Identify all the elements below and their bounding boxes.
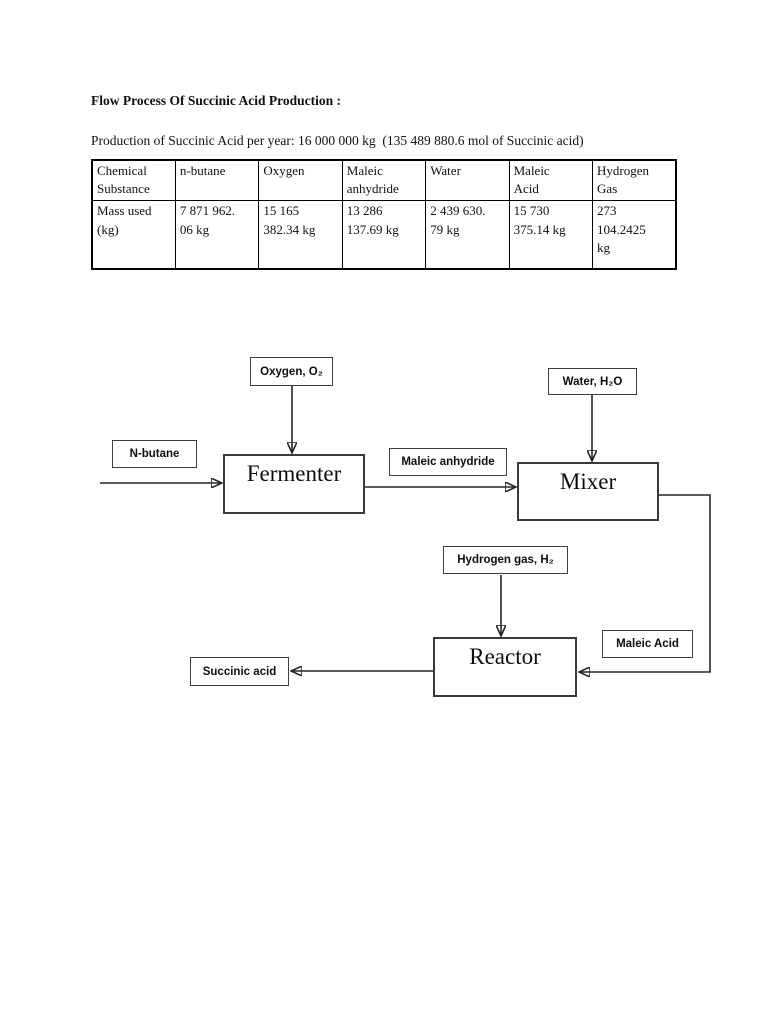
stream-label-text: Hydrogen gas, H₂ <box>457 554 554 566</box>
mass-value-cell: 15 165 382.34 kg <box>258 200 343 270</box>
mass-value-cell: 7 871 962. 06 kg <box>174 200 260 270</box>
process-box-label: Reactor <box>469 644 541 669</box>
stream-label-text: Oxygen, O₂ <box>260 365 323 378</box>
process-box-fermenter: Fermenter <box>223 454 365 514</box>
table-header-row: Chemical Substance n-butane Oxygen Malei… <box>91 159 677 202</box>
production-summary-text: Production of Succinic Acid per year: 16… <box>91 133 584 148</box>
process-box-reactor: Reactor <box>433 637 577 697</box>
table-header-cell: Oxygen <box>258 159 343 202</box>
mass-value-cell: 13 286 137.69 kg <box>341 200 427 270</box>
stream-label-hydrogen-gas: Hydrogen gas, H₂ <box>443 546 568 574</box>
stream-label-text: Succinic acid <box>202 665 277 678</box>
table-header-cell: Maleic anhydride <box>341 159 427 202</box>
page-title: Flow Process Of Succinic Acid Production… <box>91 93 341 108</box>
table-header-cell: Maleic Acid <box>508 159 594 202</box>
row-label-cell: Mass used (kg) <box>91 200 176 270</box>
chemical-mass-table: Chemical Substance n-butane Oxygen Malei… <box>91 159 677 271</box>
process-box-label: Mixer <box>559 469 617 494</box>
stream-label-n-butane: N-butane <box>112 440 197 468</box>
stream-label-oxygen: Oxygen, O₂ <box>250 357 333 386</box>
stream-label-text: N-butane <box>129 448 180 460</box>
table-header-cell: n-butane <box>174 159 260 202</box>
stream-label-water: Water, H₂O <box>548 368 637 395</box>
stream-label-text: Maleic anhydride <box>401 456 495 468</box>
table-row: Mass used (kg) 7 871 962. 06 kg 15 165 3… <box>91 200 677 270</box>
process-box-label: Fermenter <box>246 461 342 486</box>
stream-label-maleic-anhydride: Maleic anhydride <box>389 448 507 476</box>
stream-label-text: Water, H₂O <box>562 375 623 388</box>
table-header-cell: Water <box>425 159 510 202</box>
mass-value-cell: 273 104.2425 kg <box>592 200 677 270</box>
stream-label-text: Maleic Acid <box>616 638 679 650</box>
stream-label-succinic-acid: Succinic acid <box>190 657 289 686</box>
mass-value-cell: 15 730 375.14 kg <box>508 200 594 270</box>
table-header-cell: Hydrogen Gas <box>592 159 677 202</box>
process-box-mixer: Mixer <box>517 462 659 521</box>
stream-label-maleic-acid: Maleic Acid <box>602 630 693 658</box>
